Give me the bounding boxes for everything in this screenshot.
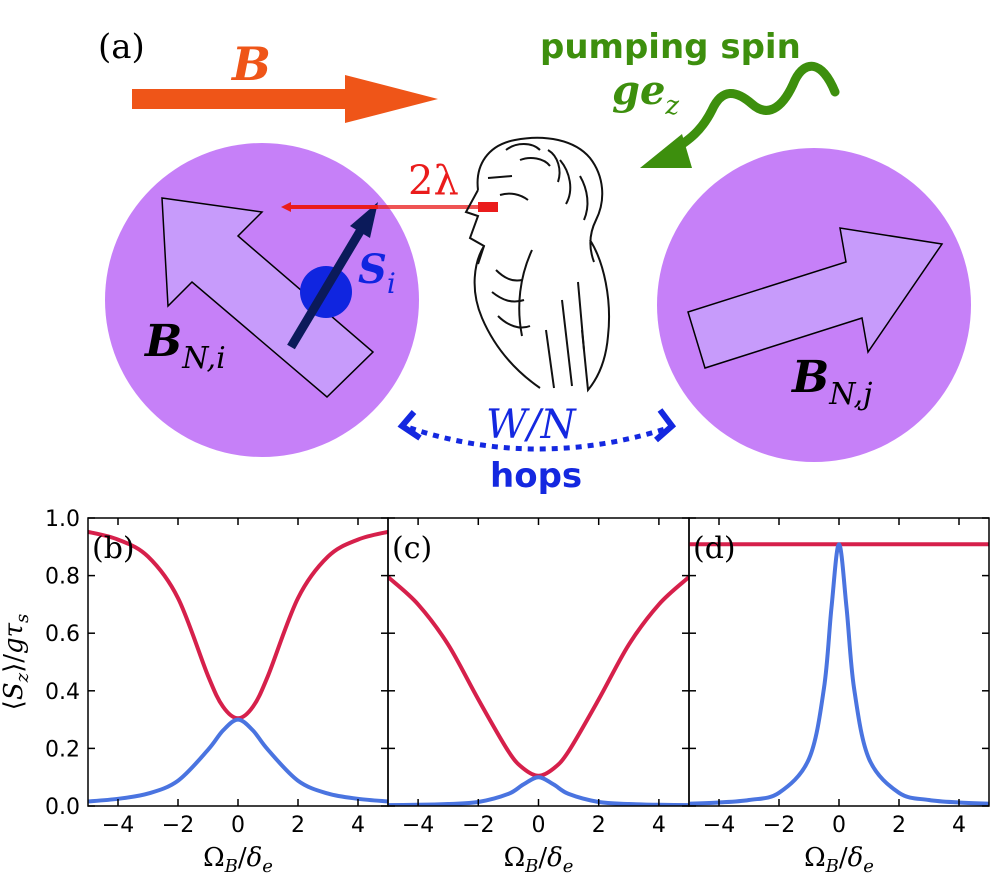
field-label: B bbox=[230, 37, 271, 91]
series-line-1 bbox=[388, 575, 689, 778]
coupling-label: 2λ bbox=[408, 158, 459, 204]
x-tick-label: −2 bbox=[162, 813, 194, 838]
diagram-panel: (a) B pumping spin gez Si BN,i 2λ bbox=[98, 27, 971, 496]
nuclear-field-arrow-left bbox=[161, 197, 375, 399]
panel-label: (c) bbox=[392, 531, 432, 566]
x-tick-label: −2 bbox=[462, 813, 494, 838]
y-tick-label: 0.2 bbox=[45, 737, 80, 762]
y-tick-label: 0.8 bbox=[45, 565, 80, 590]
panel-label-a: (a) bbox=[98, 27, 145, 67]
series-line-2 bbox=[689, 542, 989, 806]
y-axis-label: ⟨Sz⟩/gτs bbox=[0, 614, 33, 711]
series-line-2 bbox=[88, 717, 388, 804]
x-tick-label: 0 bbox=[231, 813, 245, 838]
spin-label: Si bbox=[358, 246, 396, 300]
hop-rate-label: W/N bbox=[486, 402, 578, 448]
panel-label: (d) bbox=[693, 531, 736, 566]
pump-vector-label: gez bbox=[612, 67, 679, 121]
x-axis-label: ΩB/δe bbox=[504, 843, 574, 874]
nuclear-field-label-left: BN,i bbox=[143, 316, 226, 376]
x-tick-label: 0 bbox=[532, 813, 546, 838]
x-tick-label: 0 bbox=[832, 813, 846, 838]
x-tick-label: 2 bbox=[291, 813, 305, 838]
x-tick-label: −4 bbox=[402, 813, 434, 838]
plot-panel-1: −4 −2 0 2 4 0.0 0.2 0.4 0.6 0.8 1.0 (b) ΩB/δe bbox=[45, 507, 389, 874]
pump-vector-subscript: z bbox=[664, 91, 679, 121]
x-tick-label: 4 bbox=[652, 813, 666, 838]
x-tick-label: 4 bbox=[952, 813, 966, 838]
plot-frame bbox=[387, 517, 690, 807]
x-tick-label: 2 bbox=[592, 813, 606, 838]
nuclear-field-arrow-right bbox=[687, 227, 944, 369]
y-tick-label: 0.4 bbox=[45, 680, 80, 705]
x-tick-label: −4 bbox=[102, 813, 134, 838]
x-tick-label: −4 bbox=[703, 813, 735, 838]
nuclear-field-right-subscript: N,j bbox=[828, 377, 872, 412]
x-tick-label: 2 bbox=[892, 813, 906, 838]
hop-label: hops bbox=[490, 456, 582, 496]
y-tick-label: 0.6 bbox=[45, 622, 80, 647]
x-tick-label: −2 bbox=[763, 813, 795, 838]
hop-arrowhead-right bbox=[654, 408, 677, 443]
spin-arrow bbox=[287, 202, 378, 350]
spin-subscript: i bbox=[387, 267, 396, 300]
y-tick-label: 1.0 bbox=[45, 507, 80, 532]
bust-eye bbox=[478, 202, 498, 212]
nuclear-field-label-right: BN,j bbox=[790, 352, 872, 412]
field-arrow bbox=[132, 75, 438, 123]
plot-panel-2: −4 −2 0 2 4 (c) ΩB/δe bbox=[387, 517, 690, 874]
plot-panel-3: −4 −2 0 2 4 (d) ΩB/δe bbox=[688, 517, 990, 874]
panel-label: (b) bbox=[92, 531, 135, 566]
pump-wavy-arrow bbox=[640, 61, 840, 168]
y-tick-label: 0.0 bbox=[45, 795, 80, 820]
series-line-2 bbox=[388, 775, 689, 806]
hop-arrowhead-left bbox=[397, 410, 422, 441]
x-tick-label: 4 bbox=[351, 813, 365, 838]
x-axis-label: ΩB/δe bbox=[804, 843, 874, 874]
nuclear-field-left-subscript: N,i bbox=[181, 341, 225, 376]
plots-area: −4 −2 0 2 4 0.0 0.2 0.4 0.6 0.8 1.0 (b) ΩB/δe −4 −2 0 2 4… bbox=[45, 507, 990, 874]
pump-label: pumping spin bbox=[540, 27, 801, 67]
x-axis-label: ΩB/δe bbox=[203, 843, 273, 874]
philosopher-bust-illustration bbox=[464, 136, 611, 393]
